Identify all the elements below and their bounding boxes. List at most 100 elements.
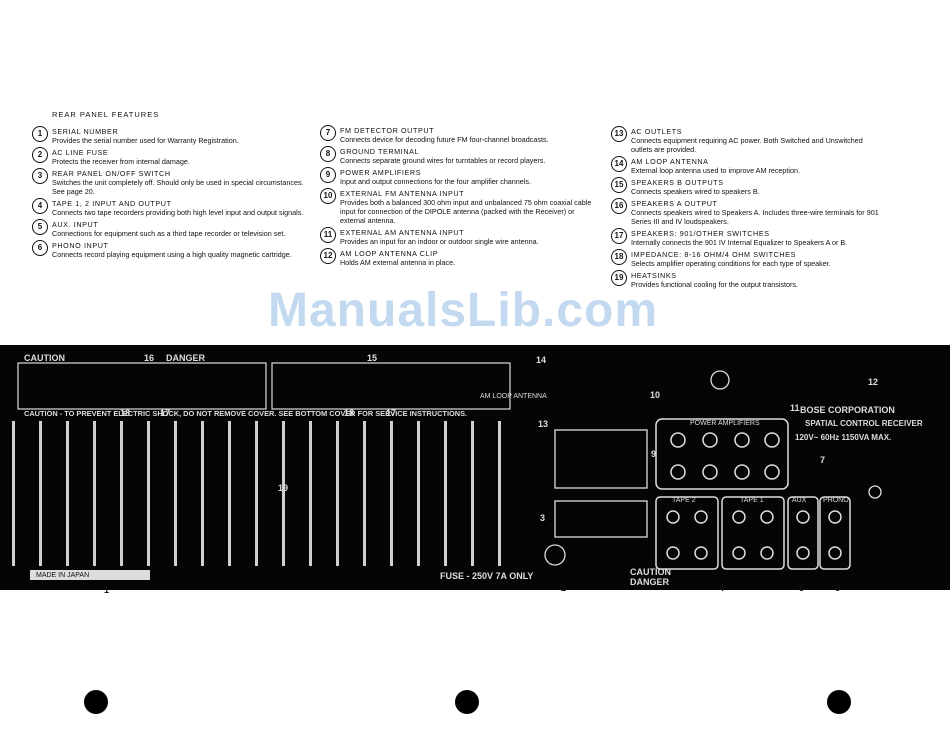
heatsink-fin: [228, 421, 231, 566]
feature-number: 7: [320, 125, 336, 141]
heatsink-fin: [66, 421, 69, 566]
heatsink-fin: [471, 421, 474, 566]
feature-description: Connects device for decoding future FM f…: [340, 135, 549, 144]
feature-title: AM LOOP ANTENNA: [631, 157, 709, 166]
callout-19: 19: [278, 483, 289, 493]
danger-label-top: DANGER: [166, 353, 206, 363]
callout-18b: 18: [344, 408, 355, 418]
feature-number: 8: [320, 146, 336, 162]
heatsink-fin: [498, 421, 501, 566]
brand-label: BOSE CORPORATION: [800, 405, 895, 415]
feature-description: Internally connects the 901 IV Internal …: [631, 238, 848, 247]
feature-number: 15: [611, 177, 627, 193]
heatsink-fin: [147, 421, 150, 566]
section-heading: REAR PANEL FEATURES: [52, 110, 160, 119]
binder-hole-center: [455, 690, 479, 714]
danger-label-low: DANGER: [630, 577, 670, 587]
feature-description: External loop antenna used to improve AM…: [631, 166, 801, 175]
caution-label-bottom: CAUTION - TO PREVENT ELECTRIC SHOCK, DO …: [24, 409, 468, 418]
feature-description: Connects record playing equipment using …: [52, 250, 292, 259]
feature-title: POWER AMPLIFIERS: [340, 168, 422, 177]
feature-number: 9: [320, 167, 336, 183]
callout-11: 11: [790, 403, 800, 413]
callout-2: 2: [561, 583, 567, 593]
rear-panel-photo: CAUTION DANGER CAUTION - TO PREVENT ELEC…: [0, 345, 950, 590]
feature-title: SERIAL NUMBER: [52, 127, 119, 136]
antenna-section: [544, 370, 882, 566]
heatsink-fin: [120, 421, 123, 566]
heatsink-fin: [363, 421, 366, 566]
feature-title: AC LINE FUSE: [52, 148, 109, 157]
feature-description: Input and output connections for the fou…: [340, 177, 531, 186]
binder-hole-right: [827, 690, 851, 714]
feature-title: EXTERNAL FM ANTENNA INPUT: [340, 189, 465, 198]
power-amplifiers-label: POWER AMPLIFIERS: [690, 420, 760, 427]
feature-description: Connects speakers wired to speakers B.: [631, 187, 760, 196]
caution-label-low: CAUTION: [630, 567, 671, 577]
heatsink-fin: [255, 421, 258, 566]
heatsink-fin: [417, 421, 420, 566]
callout-18a: 18: [120, 408, 131, 418]
aux-label: AUX: [792, 497, 807, 504]
tape1-label: TAPE 1: [740, 497, 764, 504]
heatsink-fin: [93, 421, 96, 566]
heatsink-fin: [39, 421, 42, 566]
callout-10: 10: [650, 390, 661, 400]
feature-title: GROUND TERMINAL: [340, 147, 420, 156]
feature-title: FM DETECTOR OUTPUT: [340, 126, 435, 135]
callout-3: 3: [540, 513, 546, 523]
feature-title: SPEAKERS A OUTPUT: [631, 199, 718, 208]
feature-title: REAR PANEL ON/OFF SWITCH: [52, 169, 171, 178]
feature-title: SPEAKERS: 901/OTHER SWITCHES: [631, 229, 770, 238]
callout-17b: 17: [386, 408, 397, 418]
feature-number: 19: [611, 270, 627, 286]
callout-14: 14: [536, 355, 547, 365]
heatsink-fin: [282, 421, 285, 566]
heatsink-fin: [444, 421, 447, 566]
speaker-terminal-block: [17, 362, 511, 410]
feature-title: AUX. INPUT: [52, 220, 99, 229]
feature-number: 18: [611, 249, 627, 265]
callout-5: 5: [799, 583, 805, 593]
callout-17a: 17: [160, 408, 171, 418]
feature-title: AC OUTLETS: [631, 127, 683, 136]
callout-7: 7: [820, 455, 826, 465]
feature-number: 4: [32, 198, 48, 214]
am-loop-label: AM LOOP ANTENNA: [480, 393, 547, 400]
feature-number: 17: [611, 228, 627, 244]
feature-title: IMPEDANCE: 8-16 OHM/4 OHM SWITCHES: [631, 250, 796, 259]
callout-13: 13: [538, 419, 549, 429]
feature-description: Holds AM external antenna in place.: [340, 258, 456, 267]
feature-number: 1: [32, 126, 48, 142]
feature-title: EXTERNAL AM ANTENNA INPUT: [340, 228, 465, 237]
feature-description: Protects the receiver from internal dama…: [52, 157, 190, 166]
power-amplifier-jacks: [655, 418, 789, 490]
feature-description: Connects two tape recorders providing bo…: [52, 208, 304, 217]
fuse-label: FUSE - 250V 7A ONLY: [440, 571, 534, 581]
feature-description: Provides functional cooling for the outp…: [631, 280, 799, 289]
made-in-label: MADE IN JAPAN: [36, 572, 90, 579]
feature-number: 12: [320, 248, 336, 264]
feature-description: Connects separate ground wires for turnt…: [340, 156, 546, 165]
heatsink-fins: [12, 421, 501, 566]
heatsink-fin: [174, 421, 177, 566]
phono-label: PHONO: [823, 497, 849, 504]
feature-description: Connections for equipment such as a thir…: [52, 229, 286, 238]
